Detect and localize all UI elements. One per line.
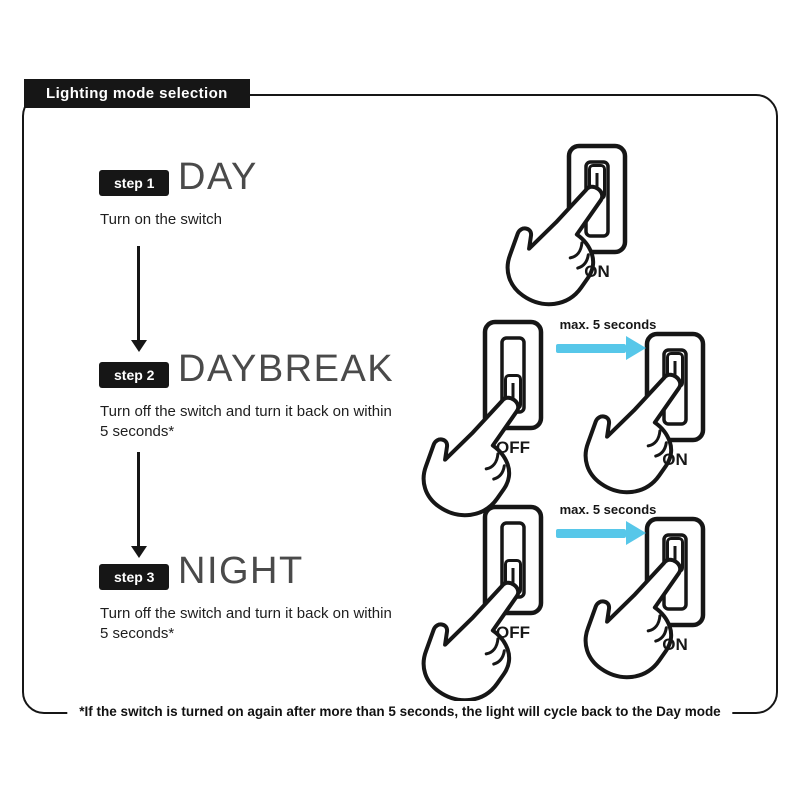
step-2-badge: step 2 <box>99 362 170 388</box>
step-1-title: DAY <box>178 156 258 198</box>
step-2-switch-off-illustration: OFF <box>404 316 578 534</box>
step-2-title: DAYBREAK <box>178 348 395 390</box>
down-arrow-icon <box>130 246 147 352</box>
step-3-switch-on-illustration: ON <box>566 513 740 713</box>
switch-state-label: OFF <box>496 438 530 457</box>
arrow-head <box>626 521 646 545</box>
switch-on-graphic <box>488 140 636 323</box>
max-seconds-label: max. 5 seconds <box>559 317 657 332</box>
down-arrow-head <box>130 546 147 558</box>
switch-state-label: ON <box>584 262 610 281</box>
switch-state-label: ON <box>662 450 688 469</box>
arrow-head <box>626 336 646 360</box>
step-1-badge: step 1 <box>99 170 170 196</box>
step-3-switch-off-illustration: OFF <box>404 501 578 719</box>
arrow-shaft <box>556 528 626 538</box>
down-arrow-icon <box>130 452 147 558</box>
step-3-title: NIGHT <box>178 550 304 592</box>
step-3-description: Turn off the switch and turn it back on … <box>100 605 392 643</box>
right-arrow-icon <box>556 336 646 360</box>
diagram-title: Lighting mode selection <box>24 79 250 108</box>
down-arrow-head <box>130 340 147 352</box>
step-1-description: Turn on the switch <box>100 211 222 228</box>
switch-state-label: ON <box>662 635 688 654</box>
step-1-switch-on-illustration: ON <box>488 140 662 340</box>
arrow-shaft <box>556 343 626 353</box>
step-3-badge: step 3 <box>99 564 170 590</box>
step-2-description: Turn off the switch and turn it back on … <box>100 403 392 441</box>
switch-state-label: OFF <box>496 623 530 642</box>
footnote: *If the switch is turned on again after … <box>67 701 733 722</box>
max-seconds-label: max. 5 seconds <box>559 502 657 517</box>
step-2-switch-on-illustration: ON <box>566 328 740 528</box>
right-arrow-icon <box>556 521 646 545</box>
